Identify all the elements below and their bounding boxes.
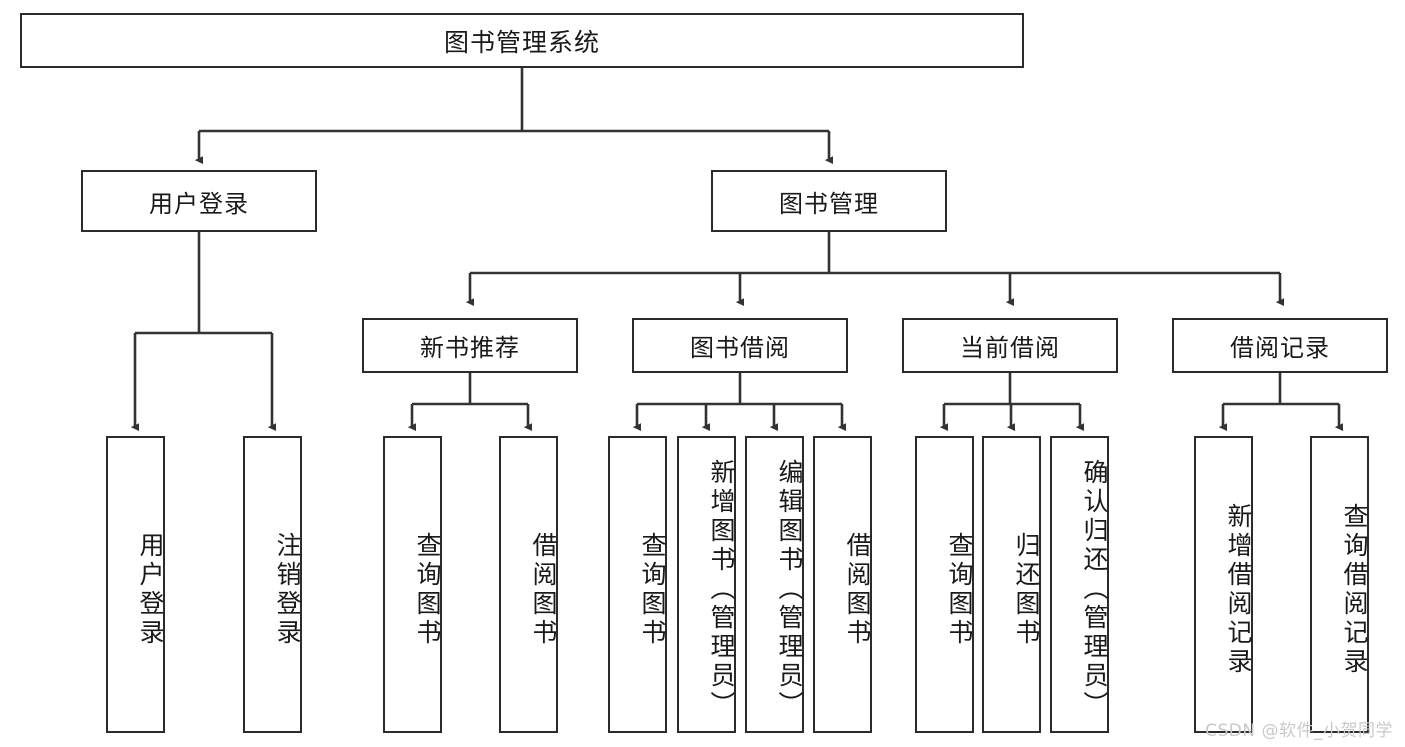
node-label: 图书管理系统	[443, 27, 600, 57]
node-label: 当前借阅	[960, 334, 1060, 362]
node-leaf-query-book-1[interactable]: 查询图书	[383, 436, 442, 733]
node-leaf-borrow-book-2[interactable]: 借阅图书	[813, 436, 872, 733]
node-book-borrow[interactable]: 图书借阅	[632, 318, 848, 373]
node-root-book-management-system[interactable]: 图书管理系统	[20, 13, 1024, 68]
node-label: 新增借阅记录	[1224, 502, 1253, 677]
node-leaf-confirm-return[interactable]: 确认归还（管理员）	[1050, 436, 1109, 733]
node-label: 借阅记录	[1230, 334, 1330, 362]
node-leaf-add-book[interactable]: 新增图书（管理员）	[677, 436, 736, 733]
node-leaf-query-record[interactable]: 查询借阅记录	[1310, 436, 1369, 733]
node-leaf-add-record[interactable]: 新增借阅记录	[1194, 436, 1253, 733]
node-leaf-logout-login[interactable]: 注销登录	[243, 436, 302, 733]
node-label: 确认归还（管理员）	[1080, 459, 1109, 720]
node-leaf-edit-book[interactable]: 编辑图书（管理员）	[745, 436, 804, 733]
node-label: 归还图书	[1012, 531, 1041, 648]
node-leaf-query-book-3[interactable]: 查询图书	[915, 436, 974, 733]
node-label: 编辑图书（管理员）	[775, 459, 804, 720]
node-book-manage[interactable]: 图书管理	[711, 170, 947, 232]
node-label: 查询图书	[413, 531, 442, 648]
node-label: 查询图书	[945, 531, 974, 648]
node-label: 用户登录	[149, 189, 249, 218]
node-label: 查询借阅记录	[1340, 502, 1369, 677]
node-label: 借阅图书	[529, 531, 558, 648]
node-label: 注销登录	[273, 531, 302, 648]
node-label: 借阅图书	[843, 531, 872, 648]
node-label: 查询图书	[638, 531, 667, 648]
node-new-book-recommend[interactable]: 新书推荐	[362, 318, 578, 373]
node-label: 图书借阅	[690, 334, 790, 362]
node-leaf-query-book-2[interactable]: 查询图书	[608, 436, 667, 733]
node-label: 图书管理	[779, 189, 879, 218]
node-borrow-record[interactable]: 借阅记录	[1172, 318, 1388, 373]
node-label: 新增图书（管理员）	[707, 459, 736, 720]
node-leaf-return-book[interactable]: 归还图书	[982, 436, 1041, 733]
node-current-borrow[interactable]: 当前借阅	[902, 318, 1118, 373]
node-label: 新书推荐	[420, 334, 520, 362]
node-leaf-user-login[interactable]: 用户登录	[106, 436, 165, 733]
node-leaf-borrow-book-1[interactable]: 借阅图书	[499, 436, 558, 733]
node-label: 用户登录	[136, 531, 165, 648]
node-user-login[interactable]: 用户登录	[81, 170, 317, 232]
